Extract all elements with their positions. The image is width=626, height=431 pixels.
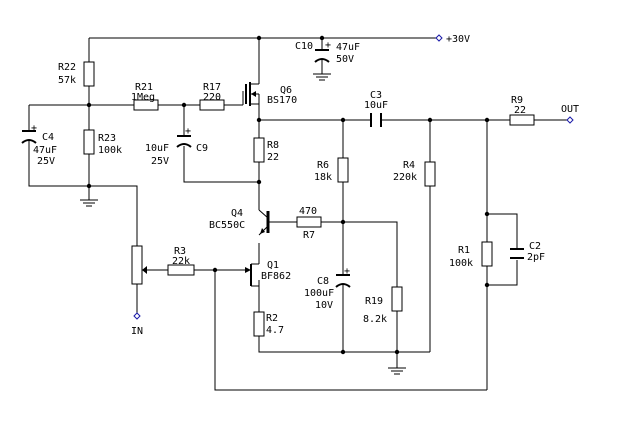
c9-value: 10uF	[145, 143, 169, 154]
resistor-r3	[167, 264, 195, 276]
r9-value: 22	[514, 105, 526, 116]
r8-ref: R8	[267, 140, 279, 151]
c8-voltage: 10V	[315, 300, 333, 311]
capacitor-c9	[176, 134, 192, 148]
r8-value: 22	[267, 152, 279, 163]
resistor-r4	[424, 161, 436, 187]
c10-ref: C10	[295, 41, 313, 52]
c9-voltage: 25V	[151, 156, 169, 167]
r19-value: 8.2k	[363, 314, 387, 325]
labels: +30V OUT IN R22 57k R21 1Meg R17 220 Q6 …	[31, 34, 579, 337]
c4-value: 47uF	[33, 145, 57, 156]
r4-ref: R4	[403, 160, 415, 171]
r7-ref: R7	[303, 230, 315, 241]
q6-part: BS170	[267, 95, 297, 106]
c2-ref: C2	[529, 241, 541, 252]
capacitor-c2	[510, 248, 524, 259]
r1-value: 100k	[449, 258, 473, 269]
c3-ref: C3	[370, 90, 382, 101]
r7-value: 470	[299, 206, 317, 217]
resistor-r2	[253, 311, 265, 337]
r1-ref: R1	[458, 245, 470, 256]
input-label: IN	[131, 326, 143, 337]
resistor-r23	[83, 129, 95, 155]
c3-value: 10uF	[364, 100, 388, 111]
q4-part: BC550C	[209, 220, 245, 231]
supply-terminal	[435, 34, 443, 42]
svg-text:+: +	[325, 40, 331, 51]
r19-ref: R19	[365, 296, 383, 307]
r22-value: 57k	[58, 75, 76, 86]
ground-symbol-c10	[313, 73, 331, 81]
r21-value: 1Meg	[131, 92, 155, 103]
r22-ref: R22	[58, 62, 76, 73]
r9-ref: R9	[511, 95, 523, 106]
resistor-r22	[83, 61, 95, 87]
capacitor-c10: +	[314, 40, 331, 67]
resistor-r17	[199, 99, 225, 111]
c4-ref: C4	[42, 132, 54, 143]
c9-ref: C9	[196, 143, 208, 154]
r3-ref: R3	[174, 246, 186, 257]
terminals	[133, 34, 574, 320]
r21-ref: R21	[135, 82, 153, 93]
r6-ref: R6	[317, 160, 329, 171]
transistor-q6-mosfet	[242, 82, 260, 106]
c10-value: 47uF	[336, 42, 360, 53]
transistor-q1-jfet	[245, 263, 260, 287]
c8-plus: +	[344, 266, 350, 277]
q1-part: BF862	[261, 271, 291, 282]
input-terminal	[133, 312, 141, 320]
r17-value: 220	[203, 92, 221, 103]
c9-plus: +	[185, 126, 191, 137]
q6-ref: Q6	[280, 85, 292, 96]
r2-value: 4.7	[266, 325, 284, 336]
r17-ref: R17	[203, 82, 221, 93]
r4-value: 220k	[393, 172, 417, 183]
output-label: OUT	[561, 104, 579, 115]
junction-dots	[86, 35, 490, 355]
resistor-r19	[391, 286, 403, 312]
r3-value: 22k	[172, 256, 190, 267]
q1-ref: Q1	[267, 260, 279, 271]
r2-ref: R2	[266, 313, 278, 324]
wires	[28, 37, 567, 391]
resistor-r8	[253, 137, 265, 163]
transistor-q4-bjt	[258, 209, 270, 236]
r23-ref: R23	[98, 133, 116, 144]
r6-value: 18k	[314, 172, 332, 183]
resistor-r9	[509, 114, 535, 126]
c10-voltage: 50V	[336, 54, 354, 65]
resistor-r6	[337, 157, 349, 183]
c4-plus: +	[31, 123, 37, 134]
capacitors: +	[21, 40, 524, 290]
capacitor-c3	[369, 113, 383, 127]
resistors	[83, 61, 535, 337]
capacitor-c4	[21, 127, 37, 147]
ground-symbol-r23	[80, 199, 98, 207]
resistor-r1	[481, 241, 493, 267]
output-terminal	[566, 116, 574, 124]
volume-potentiometer	[131, 245, 143, 285]
pot-wiper-arrowhead	[142, 266, 147, 274]
r23-value: 100k	[98, 145, 122, 156]
c8-value: 100uF	[304, 288, 334, 299]
ground-symbol-main	[388, 367, 406, 375]
supply-label: +30V	[446, 34, 470, 45]
resistor-r7	[296, 216, 322, 228]
c8-ref: C8	[317, 276, 329, 287]
c4-voltage: 25V	[37, 156, 55, 167]
c2-value: 2pF	[527, 252, 545, 263]
q4-ref: Q4	[231, 208, 243, 219]
capacitor-c8	[335, 272, 351, 290]
resistor-r21	[133, 99, 159, 111]
